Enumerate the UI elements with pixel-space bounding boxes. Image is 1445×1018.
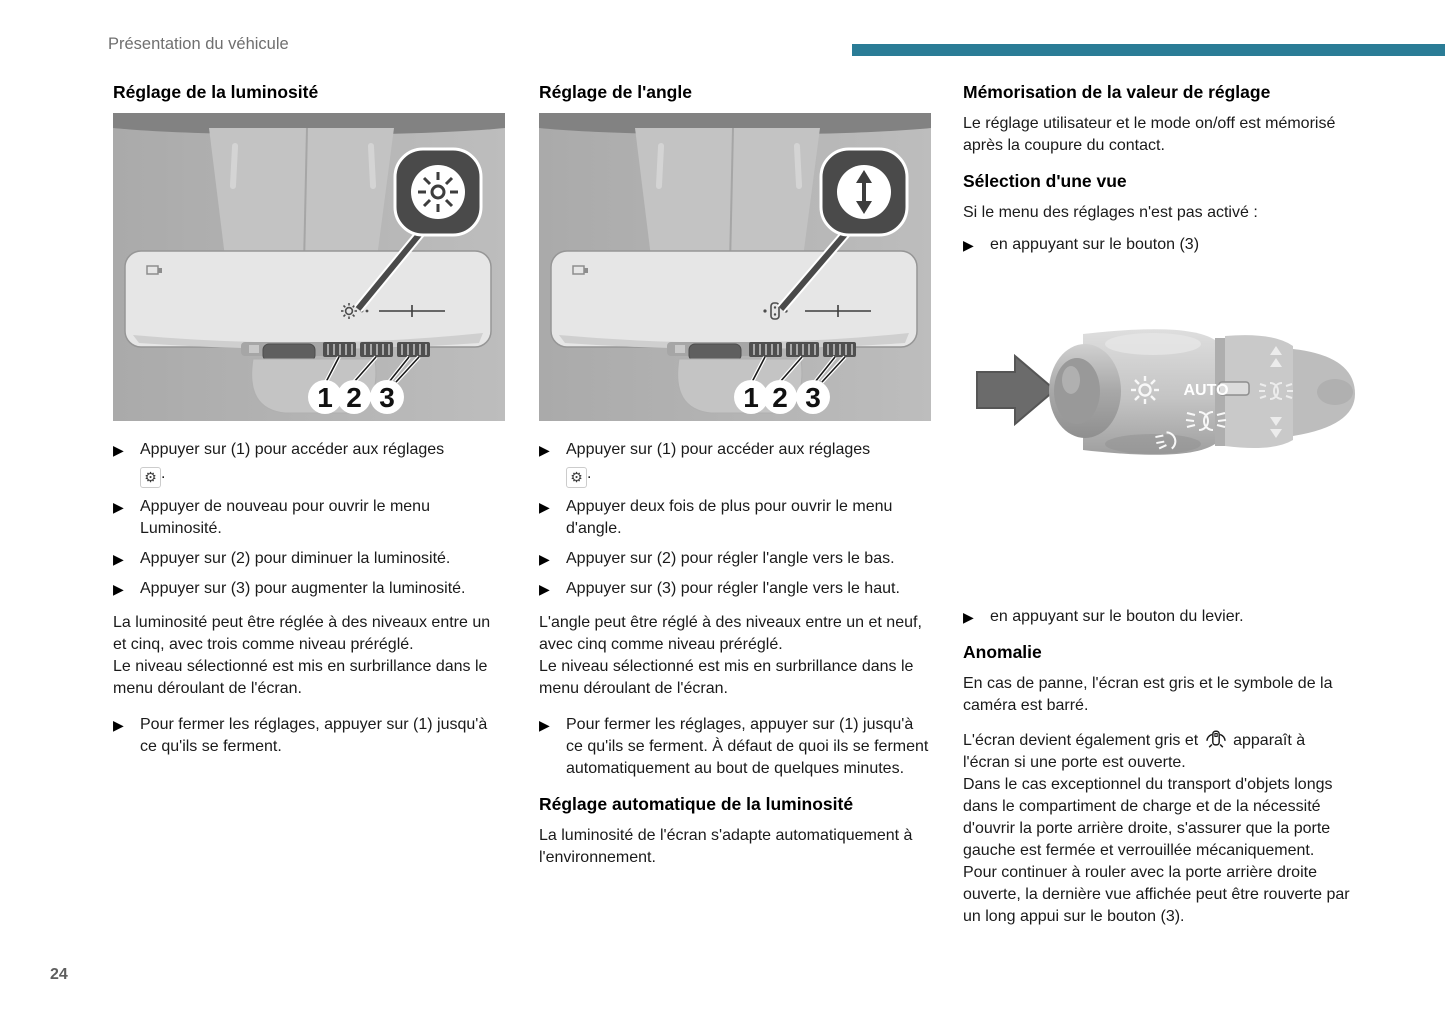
bullet-text: Appuyer sur (2) pour diminuer la luminos… xyxy=(140,550,451,567)
section-title-auto-brightness: Réglage automatique de la luminosité xyxy=(539,794,854,814)
bullet-text: en appuyant sur le bouton du levier. xyxy=(990,608,1244,625)
bullet-item: ▶ Pour fermer les réglages, appuyer sur … xyxy=(539,714,931,780)
stalk-thumb-recess xyxy=(1317,379,1353,405)
bullet-item: ▶ Appuyer sur (1) pour accéder aux régla… xyxy=(539,439,931,488)
ring-arrows-icons xyxy=(1270,346,1282,438)
mirror-mount-cover xyxy=(635,128,820,265)
bullet-item: ▶ Appuyer sur (3) pour augmenter la lumi… xyxy=(113,578,505,600)
section-title-view-select: Sélection d'une vue xyxy=(963,171,1127,191)
bullet-triangle-icon: ▶ xyxy=(963,237,974,253)
bullet-triangle-icon: ▶ xyxy=(539,442,550,458)
section-title-brightness: Réglage de la luminosité xyxy=(113,82,319,102)
section-title-memory: Mémorisation de la valeur de réglage xyxy=(963,82,1271,102)
bullet-item: ▶ Appuyer sur (3) pour régler l'angle ve… xyxy=(539,578,931,600)
bullet-triangle-icon: ▶ xyxy=(539,581,550,597)
mirror-body xyxy=(550,250,918,348)
paragraph: L'écran devient également gris et appara… xyxy=(963,729,1355,928)
svg-text:3: 3 xyxy=(379,382,395,413)
svg-text:2: 2 xyxy=(346,382,362,413)
gear-icon: ⚙ xyxy=(140,467,161,488)
mirror-mount-cover xyxy=(209,128,394,265)
callout-number-1: 1 xyxy=(308,380,342,414)
paragraph: Si le menu des réglages n'est pas activé… xyxy=(963,204,1258,221)
brightness-callout xyxy=(393,147,483,237)
column-angle: Réglage de l'angle xyxy=(539,82,931,869)
auto-label: AUTO xyxy=(1183,382,1228,399)
bullet-text: Appuyer sur (1) pour accéder aux réglage… xyxy=(140,441,445,458)
callout-number-3: 3 xyxy=(796,380,830,414)
svg-text:1: 1 xyxy=(743,382,759,413)
mirror-buttons xyxy=(749,342,856,357)
sun-icon xyxy=(1131,376,1159,404)
bullet-text: Appuyer sur (2) pour régler l'angle vers… xyxy=(566,550,895,567)
bullet-triangle-icon: ▶ xyxy=(113,581,124,597)
bullet-text: Appuyer sur (3) pour augmenter la lumino… xyxy=(140,580,466,597)
page-header: Présentation du véhicule xyxy=(108,35,289,53)
bullet-item: ▶ Appuyer deux fois de plus pour ouvrir … xyxy=(539,496,931,540)
light-stalk-figure: AUTO xyxy=(963,264,1355,594)
mirror-brightness-figure: 1 2 3 xyxy=(113,113,505,421)
paragraph: La luminosité de l'écran s'adapte automa… xyxy=(539,827,913,866)
bullet-text: Appuyer de nouveau pour ouvrir le menu L… xyxy=(140,498,430,537)
fog-lights-icon xyxy=(1259,382,1293,400)
svg-text:1: 1 xyxy=(317,382,333,413)
press-arrow-icon xyxy=(976,353,1057,427)
column-brightness: Réglage de la luminosité xyxy=(113,82,505,766)
bullet-text: Appuyer deux fois de plus pour ouvrir le… xyxy=(566,498,893,537)
section-title-angle: Réglage de l'angle xyxy=(539,82,692,102)
bullet-triangle-icon: ▶ xyxy=(113,442,124,458)
bullet-item: ▶ Appuyer sur (2) pour diminuer la lumin… xyxy=(113,548,505,570)
paragraph: La luminosité peut être réglée à des niv… xyxy=(113,614,491,697)
accent-bar xyxy=(852,44,1445,56)
page-number: 24 xyxy=(50,966,68,983)
bullet-triangle-icon: ▶ xyxy=(113,717,124,733)
stalk-slot-button xyxy=(1218,381,1250,396)
bullet-item: ▶ Appuyer sur (2) pour régler l'angle ve… xyxy=(539,548,931,570)
bullet-text: Pour fermer les réglages, appuyer sur (1… xyxy=(140,716,488,755)
mirror-buttons xyxy=(323,342,430,357)
callout-number-3: 3 xyxy=(370,380,404,414)
angle-callout xyxy=(819,147,909,237)
mirror-slider-indicator xyxy=(379,305,445,317)
door-open-icon xyxy=(1205,730,1226,748)
bullet-text: Appuyer sur (1) pour accéder aux réglage… xyxy=(566,441,871,458)
brightness-icon xyxy=(418,172,458,212)
camera-icon xyxy=(572,265,588,275)
callout-number-1: 1 xyxy=(734,380,768,414)
mirror-body xyxy=(124,250,492,348)
bullet-triangle-icon: ▶ xyxy=(963,609,974,625)
svg-text:3: 3 xyxy=(805,382,821,413)
bullet-triangle-icon: ▶ xyxy=(539,717,550,733)
paragraph: L'angle peut être réglé à des niveaux en… xyxy=(539,614,922,697)
bullet-triangle-icon: ▶ xyxy=(539,499,550,515)
mirror-brightness-indicator xyxy=(341,303,357,319)
callout-number-2: 2 xyxy=(337,380,371,414)
mirror-angle-figure: 1 2 3 xyxy=(539,113,931,421)
bullet-triangle-icon: ▶ xyxy=(539,551,550,567)
side-lamps-icon xyxy=(1185,411,1227,431)
paragraph: Le réglage utilisateur et le mode on/off… xyxy=(963,115,1336,154)
paragraph: En cas de panne, l'écran est gris et le … xyxy=(963,675,1333,714)
gear-icon: ⚙ xyxy=(566,467,587,488)
bullet-item: ▶ Appuyer de nouveau pour ouvrir le menu… xyxy=(113,496,505,540)
bullet-triangle-icon: ▶ xyxy=(113,499,124,515)
bullet-item: ▶ en appuyant sur le bouton du levier. xyxy=(963,606,1355,628)
bullet-item: ▶ en appuyant sur le bouton (3) xyxy=(963,234,1355,256)
svg-text:2: 2 xyxy=(772,382,788,413)
bullet-text: Appuyer sur (3) pour régler l'angle vers… xyxy=(566,580,900,597)
bullet-item: ▶ Pour fermer les réglages, appuyer sur … xyxy=(113,714,505,758)
angle-arrows-icon xyxy=(856,170,872,214)
low-beam-icon xyxy=(1155,431,1177,450)
bullet-text: Pour fermer les réglages, appuyer sur (1… xyxy=(566,716,929,777)
camera-icon xyxy=(146,265,162,275)
callout-number-2: 2 xyxy=(763,380,797,414)
mirror-slider-indicator xyxy=(805,305,871,317)
section-title-malfunction: Anomalie xyxy=(963,642,1042,662)
bullet-item: ▶ Appuyer sur (1) pour accéder aux régla… xyxy=(113,439,505,488)
bullet-text: en appuyant sur le bouton (3) xyxy=(990,236,1200,253)
bullet-triangle-icon: ▶ xyxy=(113,551,124,567)
column-memory-view: Mémorisation de la valeur de réglage Le … xyxy=(963,82,1355,928)
